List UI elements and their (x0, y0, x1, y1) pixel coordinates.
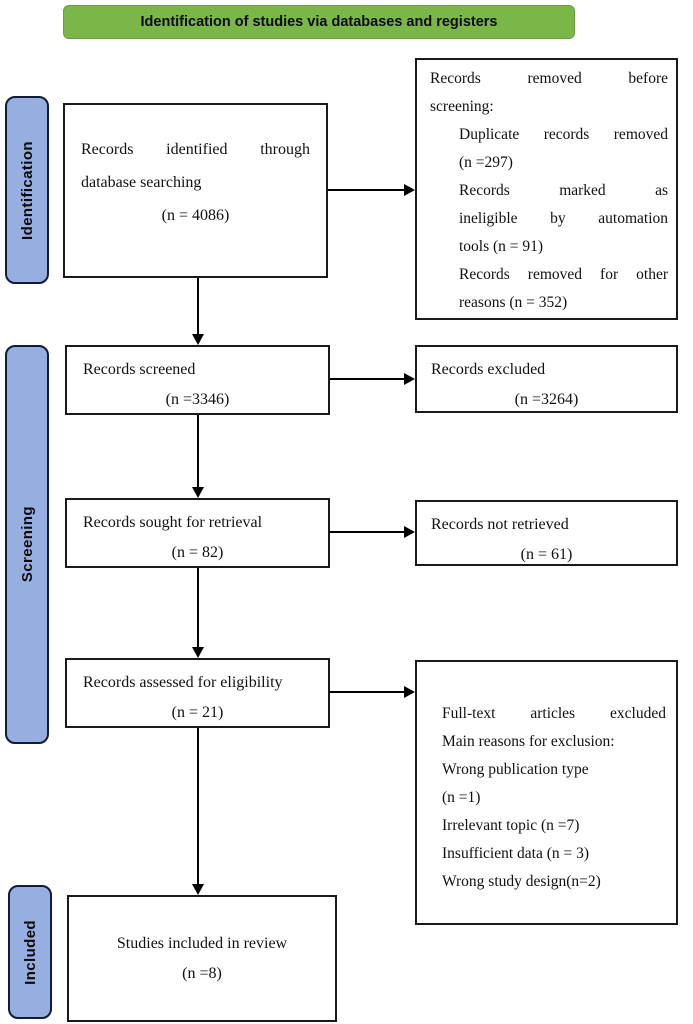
box-line: screening: (430, 98, 494, 115)
box-studies-included: Studies included in review (n =8) (67, 895, 337, 1022)
arrow-sought-to-not-retrieved (330, 526, 415, 538)
box-records-removed-before-screening: Records removed before screening: Duplic… (415, 58, 678, 320)
box-records-screened: Records screened (n =3346) (65, 345, 330, 415)
arrow-head-right-icon (404, 184, 415, 196)
box-line: Studies included in review (116, 934, 288, 952)
box-line: Records screened (83, 361, 196, 378)
box-count: (n =8) (182, 964, 222, 982)
arrow-shaft (328, 189, 406, 191)
stage-tab-identification: Identification (5, 96, 49, 284)
box-line: Main reasons for exclusion: (442, 733, 615, 750)
arrow-shaft (197, 568, 199, 649)
arrow-sought-to-assessed (192, 568, 204, 658)
box-fulltext-articles-excluded: Full-text articles excluded Main reasons… (415, 660, 678, 925)
stage-tab-screening-label: Screening (18, 506, 36, 583)
box-count: (n =3346) (165, 391, 230, 408)
box-line: Records excluded (431, 361, 546, 378)
arrow-shaft (330, 531, 406, 533)
box-line: Full-text articles excluded (442, 705, 666, 722)
box-line: tools (n = 91) (459, 238, 544, 255)
box-line: Records marked as (459, 182, 668, 199)
box-line: Records sought for retrieval (83, 514, 263, 531)
arrow-shaft (330, 378, 406, 380)
box-line: database searching (81, 174, 202, 191)
box-line: Records identified through (81, 141, 310, 158)
arrow-shaft (197, 278, 199, 336)
stage-tab-screening: Screening (5, 345, 49, 744)
banner-title-label: Identification of studies via databases … (140, 14, 498, 30)
arrow-screened-to-sought (192, 415, 204, 498)
arrow-identified-to-screened (192, 278, 204, 345)
box-line: Irrelevant topic (n =7) (442, 817, 580, 834)
box-line: Wrong study design(n=2) (442, 873, 601, 890)
stage-tab-identification-label: Identification (18, 140, 36, 240)
arrow-shaft (197, 415, 199, 489)
arrow-head-right-icon (404, 526, 415, 538)
box-line: Duplicate records removed (459, 126, 668, 143)
arrow-screened-to-excluded (330, 373, 415, 385)
box-line: Records not retrieved (431, 516, 569, 533)
arrow-identified-to-removed (328, 184, 415, 196)
arrow-assessed-to-fulltext-excluded (330, 686, 415, 698)
arrow-shaft (197, 728, 199, 886)
box-line: Records assessed for eligibility (83, 674, 283, 691)
box-line: Records removed before (430, 70, 668, 87)
arrow-head-down-icon (192, 884, 204, 895)
banner-title: Identification of studies via databases … (63, 5, 575, 39)
box-line: reasons (n = 352) (459, 294, 568, 311)
arrow-head-down-icon (192, 334, 204, 345)
arrow-assessed-to-included (192, 728, 204, 895)
box-line: (n =297) (459, 154, 513, 171)
box-count: (n = 21) (171, 704, 224, 721)
box-count: (n =3264) (514, 391, 579, 408)
stage-tab-included: Included (8, 885, 52, 1019)
arrow-head-right-icon (404, 686, 415, 698)
box-records-assessed-for-eligibility: Records assessed for eligibility (n = 21… (65, 658, 330, 728)
removal-reasons-list: Duplicate records removed (n =297) Recor… (459, 121, 668, 317)
arrow-head-down-icon (192, 487, 204, 498)
arrow-shaft (330, 691, 406, 693)
box-count: (n = 82) (171, 544, 224, 561)
arrow-head-down-icon (192, 647, 204, 658)
box-count: (n = 4086) (161, 207, 230, 224)
box-count: (n = 61) (520, 546, 573, 563)
box-records-excluded: Records excluded (n =3264) (415, 345, 678, 413)
box-line: Wrong publication type (442, 761, 589, 778)
box-line: (n =1) (442, 789, 481, 806)
box-line: Insufficient data (n = 3) (442, 845, 590, 862)
box-line: ineligible by automation (459, 210, 668, 227)
arrow-head-right-icon (404, 373, 415, 385)
box-records-not-retrieved: Records not retrieved (n = 61) (415, 500, 678, 566)
box-records-identified: Records identified through database sear… (63, 103, 328, 278)
box-line: Records removed for other (459, 266, 668, 283)
box-records-sought-for-retrieval: Records sought for retrieval (n = 82) (65, 498, 330, 568)
stage-tab-included-label: Included (21, 919, 39, 985)
